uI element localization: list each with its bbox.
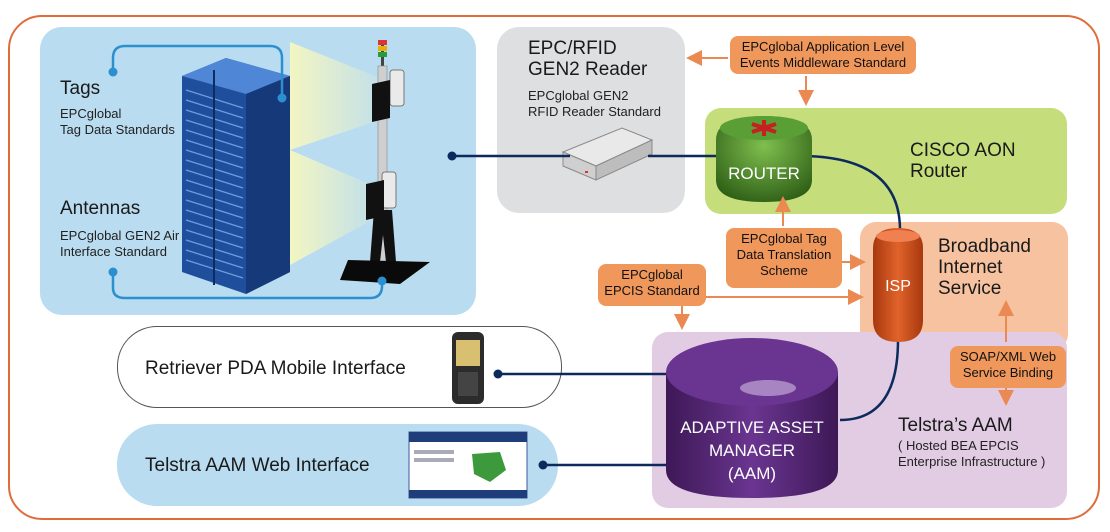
web-screenshot	[408, 431, 528, 499]
antennas-title: Antennas	[60, 198, 141, 219]
isp-panel-title: Broadband Internet Service	[938, 236, 1031, 299]
web-interface-label: Telstra AAM Web Interface	[145, 455, 370, 476]
rfid-reader-device	[561, 127, 654, 181]
aam-label: ADAPTIVE ASSET MANAGER (AAM)	[680, 418, 824, 483]
tags-title: Tags	[60, 78, 101, 99]
antennas-subtitle: EPCglobal GEN2 Air Interface Standard	[60, 228, 180, 259]
aam-panel-title: Telstra’s AAM	[898, 415, 1013, 436]
tag-translation-badge: EPCglobal Tag Data Translation Scheme	[726, 228, 842, 288]
tags-connector	[111, 44, 284, 98]
reader-title: EPC/RFID GEN2 Reader	[528, 38, 648, 80]
soap-binding-badge: SOAP/XML Web Service Binding	[950, 346, 1066, 388]
pda-device	[452, 332, 484, 404]
isp-icon	[873, 228, 923, 342]
pda-interface-label: Retriever PDA Mobile Interface	[145, 358, 406, 379]
reader-panel	[497, 27, 685, 213]
antenna-beams	[290, 42, 380, 265]
server-rack	[182, 58, 290, 294]
reader-subtitle: EPCglobal GEN2 RFID Reader Standard	[528, 88, 661, 119]
router-label: ROUTER	[728, 164, 800, 183]
cisco-panel-title: CISCO AON Router	[910, 140, 1016, 182]
middleware-standard-badge: EPCglobal Application Level Events Middl…	[730, 36, 916, 74]
router-icon	[716, 116, 812, 202]
epcis-standard-badge: EPCglobal EPCIS Standard	[598, 264, 706, 306]
aam-cylinder	[666, 338, 838, 498]
tags-subtitle: EPCglobal Tag Data Standards	[60, 106, 175, 137]
router-isp-link	[799, 154, 902, 231]
pda-interface-panel	[117, 326, 562, 408]
isp-aam-link	[839, 339, 900, 422]
standard-arrows	[674, 50, 1014, 406]
aam-panel-subtitle: ( Hosted BEA EPCIS Enterprise Infrastruc…	[898, 438, 1046, 469]
antennas-connector	[111, 272, 384, 300]
isp-label: ISP	[885, 278, 911, 295]
diagram-frame	[8, 15, 1100, 520]
antenna-pole	[340, 40, 430, 284]
